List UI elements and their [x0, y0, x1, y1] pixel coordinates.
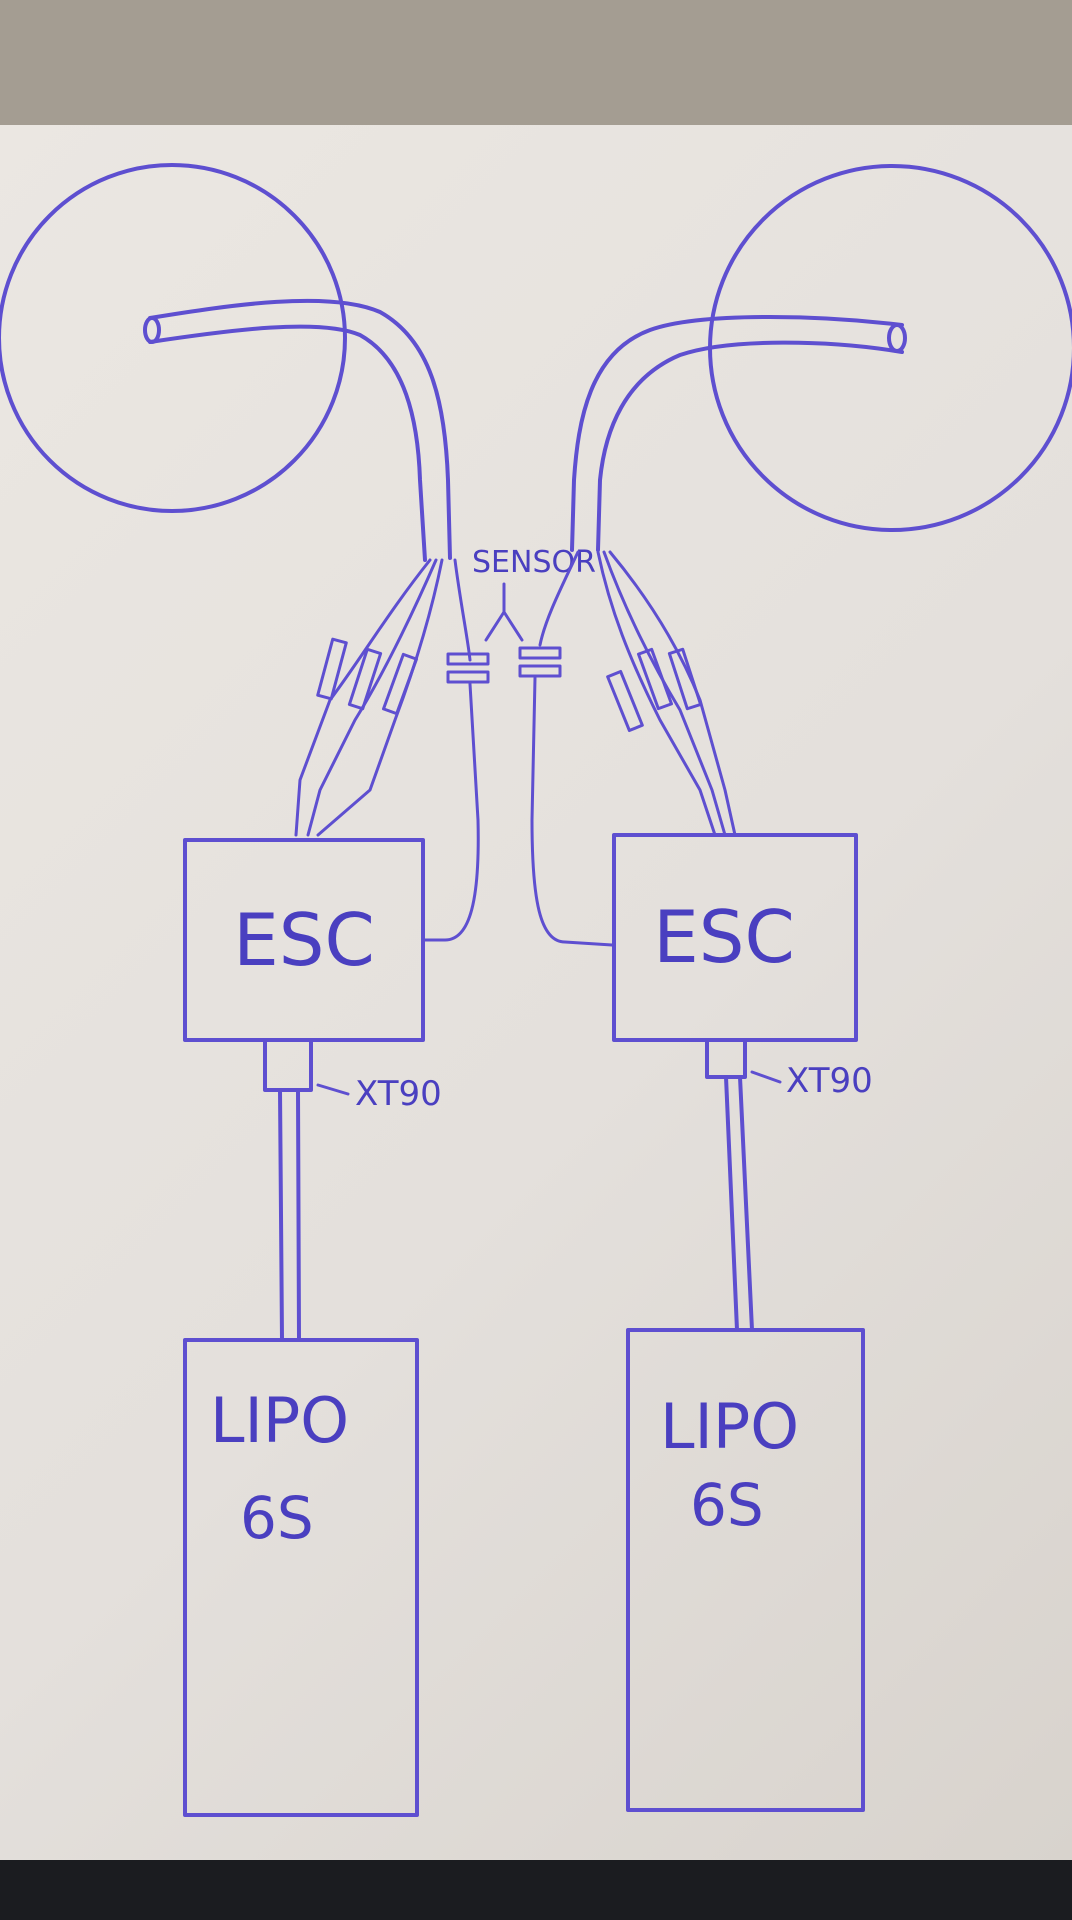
- right-lipo-battery: [626, 1328, 865, 1812]
- left-lipo-battery: [183, 1338, 419, 1817]
- left-battery-lead: [278, 1088, 301, 1342]
- right-xt90-label: XT90: [786, 1061, 873, 1101]
- right-esc-label: ESC: [653, 895, 794, 979]
- left-lipo-label: LIPO: [210, 1384, 349, 1457]
- right-bullet-connector-1: [606, 669, 644, 733]
- left-xt90-leader: [316, 1083, 350, 1096]
- right-xt90-connector: [705, 1038, 747, 1079]
- left-motor-circle: [0, 163, 347, 513]
- right-phase-wires: [596, 550, 737, 837]
- left-phase-wires: [294, 558, 444, 837]
- left-xt90-connector: [263, 1038, 313, 1092]
- left-bullet-connector-3: [382, 652, 418, 716]
- sensor-label: SENSOR: [472, 545, 596, 580]
- left-bullet-connector-1: [316, 637, 348, 701]
- left-sensor-wire: [422, 558, 490, 942]
- left-esc-label: ESC: [233, 898, 374, 982]
- right-motor-cable: [570, 315, 907, 552]
- right-battery-lead: [724, 1075, 754, 1332]
- sensor-split-mark: [484, 582, 524, 642]
- dark-floor: [0, 1860, 1072, 1920]
- left-motor-cable: [143, 298, 452, 562]
- right-bullet-connector-3: [667, 647, 703, 711]
- left-lipo-cells: 6S: [240, 1484, 314, 1552]
- right-lipo-label: LIPO: [660, 1390, 799, 1463]
- left-xt90-label: XT90: [355, 1074, 442, 1114]
- right-sensor-wire: [518, 550, 614, 947]
- right-lipo-cells: 6S: [690, 1471, 764, 1539]
- paper-sheet: [0, 125, 1072, 1860]
- left-bullet-connector-2: [347, 647, 383, 711]
- right-xt90-leader: [750, 1070, 782, 1084]
- right-bullet-connector-2: [637, 647, 673, 711]
